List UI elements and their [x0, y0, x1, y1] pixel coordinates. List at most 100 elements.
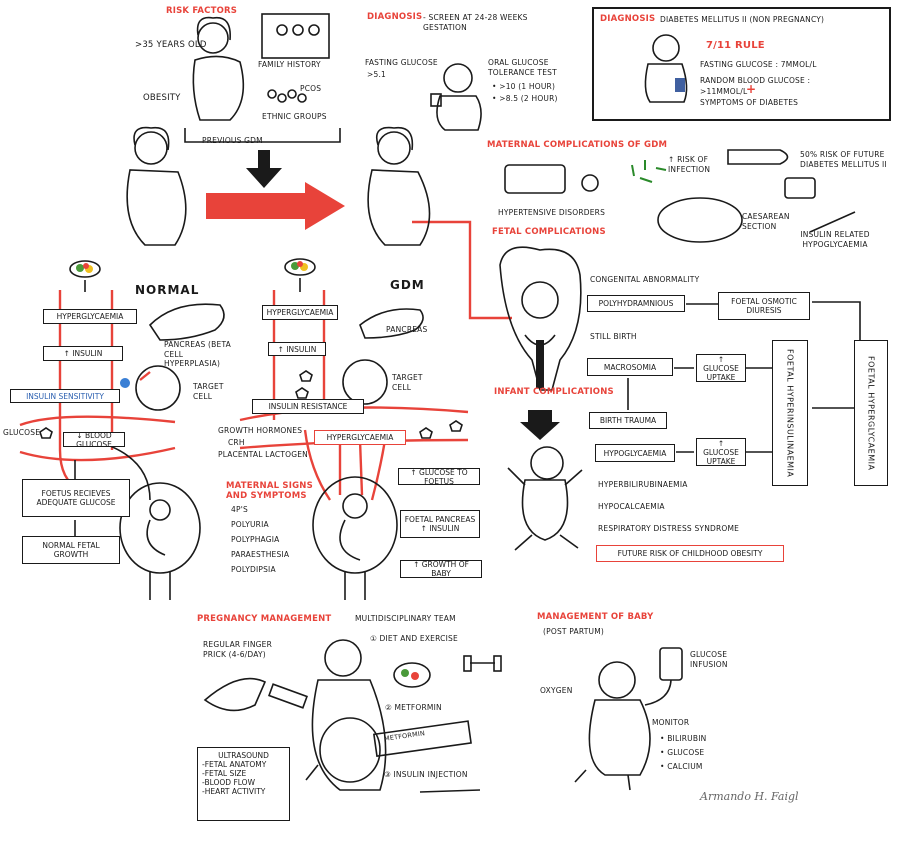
- monitor-label: Monitor: [652, 718, 690, 727]
- dm-random-label: Random blood glucose :: [700, 76, 811, 85]
- ethnic-groups-label: Ethnic groups: [262, 112, 327, 121]
- caesarean-label: Caesarean section: [742, 212, 790, 231]
- oxygen-label: Oxygen: [540, 686, 573, 695]
- ultrasound-fetal-size: -Fetal size: [202, 769, 247, 778]
- insulin-receptor-icon: [120, 378, 130, 388]
- dm-fasting: Fasting glucose : 7mmol/L: [700, 60, 817, 69]
- food-plate-gdm-icon: [284, 258, 316, 276]
- sign-4ps: 4P's: [231, 505, 248, 514]
- seven-eleven-rule: 7/11 rule: [706, 40, 765, 51]
- normal-target-label: Target cell: [193, 382, 224, 401]
- monitor-bilirubin: • Bilirubin: [660, 734, 707, 743]
- dm-random-value: >11mmol/L: [700, 87, 748, 96]
- dumbbell-icon: [463, 655, 502, 672]
- fetal-complications-title: Fetal complications: [492, 227, 606, 237]
- mdt-label: Multidisciplinary team: [355, 614, 456, 623]
- insulin-sensitivity-box: Insulin sensitivity: [10, 389, 120, 403]
- normal-insulin-box: ↑ Insulin: [43, 346, 123, 361]
- monitor-glucose: • Glucose: [660, 748, 705, 757]
- childhood-obesity-box: Future risk of childhood obesity: [596, 545, 784, 562]
- foetal-hyperinsulinaemia-box: Foetal hyperinsulinaemia: [772, 340, 808, 486]
- insulin-resistance-box: Insulin resistance: [252, 399, 364, 414]
- glucose-uptake-1-box: ↑ Glucose uptake: [696, 354, 746, 382]
- glucose-uptake-2-box: ↑ Glucose uptake: [696, 438, 746, 466]
- hypocalcaemia-label: Hypocalcaemia: [598, 502, 665, 511]
- blood-glucose-box: ↓ Blood glucose: [63, 431, 125, 449]
- ultrasound-fetal-anatomy: -Fetal anatomy: [202, 760, 267, 769]
- foetus-uterus-normal-icon: [119, 482, 201, 600]
- glucose-label: Glucose: [3, 428, 41, 437]
- future-diabetes-label: 50% risk of future diabetes mellitus II: [800, 150, 887, 169]
- ogtt-2h: • >8.5 (2 hour): [492, 94, 558, 103]
- finger-prick-icon: [203, 677, 308, 712]
- target-cell-gdm-icon: [342, 359, 388, 405]
- baby-icon: [507, 446, 583, 551]
- metformin-box-icon: [373, 720, 472, 758]
- infection-label: ↑ Risk of infection: [668, 155, 711, 174]
- glucose-to-foetus-box: ↑ Glucose to foetus: [398, 468, 480, 486]
- obesity-label: Obesity: [143, 93, 181, 103]
- maternal-signs-title: Maternal signs and symptoms: [226, 481, 313, 501]
- family-photo-icon: [261, 13, 330, 59]
- monitor-calcium: • Calcium: [660, 762, 703, 771]
- drinking-woman-icon: [430, 63, 482, 131]
- pancreas-gdm-icon: [359, 308, 424, 339]
- dm-diagnosis-title: Diagnosis: [600, 14, 656, 24]
- ultrasound-title: Ultrasound: [218, 751, 269, 760]
- artist-signature: Armando H. Faigl: [700, 790, 799, 803]
- down-arrow-infant-icon: [520, 410, 560, 440]
- growth-of-baby-box: ↑ Growth of baby: [400, 560, 482, 578]
- ultrasound-blood-flow: -Blood flow: [202, 778, 256, 787]
- bacteria-icon: [631, 160, 667, 183]
- normal-title: Normal: [135, 283, 200, 297]
- glucose-infusion-label: Glucose infusion: [690, 650, 728, 669]
- sign-polyphagia: Polyphagia: [231, 535, 280, 544]
- iv-bag-icon: [659, 647, 683, 681]
- foetus-uterus-gdm-icon: [312, 476, 398, 600]
- hypertensive-label: Hypertensive disorders: [498, 208, 606, 217]
- macrosomic-foetus-icon: [499, 246, 582, 391]
- hypoglycaemia-box: Hypoglycaemia: [595, 444, 675, 462]
- sign-paraesthesia: Paraesthesia: [231, 550, 290, 559]
- growth-hormones-label: Growth hormones: [218, 426, 303, 435]
- birth-trauma-box: Birth trauma: [589, 412, 667, 429]
- target-cell-normal-icon: [135, 365, 181, 411]
- ultrasound-heart-activity: -Heart activity: [202, 787, 266, 796]
- crh-label: CRH: [228, 438, 245, 447]
- ethnic-groups-icon: [267, 89, 307, 103]
- dm-symptoms: symptoms of diabetes: [700, 98, 799, 107]
- sign-polydipsia: Polydipsia: [231, 565, 276, 574]
- finger-icon: [727, 149, 789, 165]
- ultrasound-box: Ultrasound -Fetal anatomy -Fetal size -B…: [197, 747, 290, 821]
- diagnosis-screen-subtitle: - Screen at 24-28 weeks gestation: [423, 13, 528, 32]
- maternal-complications-title: Maternal complications of GDM: [487, 140, 668, 150]
- stillbirth-label: Still birth: [590, 332, 637, 341]
- fetal-pancreas-box: Foetal pancreas ↑ insulin: [400, 510, 480, 538]
- metformin-label: ② Metformin: [385, 703, 442, 712]
- sign-polyuria: Polyuria: [231, 520, 269, 529]
- insulin-hypo-label: Insulin related hypoglycaemia: [800, 230, 870, 249]
- age-label: >35 years old: [135, 40, 207, 50]
- pregnant-woman-ultrasound-icon: [305, 639, 387, 791]
- pregnancy-management-title: Pregnancy management: [197, 614, 332, 624]
- infant-complications-title: Infant complications: [494, 387, 614, 397]
- pregnant-woman-right-icon: [367, 126, 431, 246]
- foetus-glucose-box: Foetus recieves adequate glucose: [22, 479, 130, 517]
- macrosomia-box: Macrosomia: [587, 358, 673, 376]
- salad-plate-icon: [393, 662, 431, 688]
- gdm-hyperglycaemia-2-box: Hyperglycaemia: [314, 430, 406, 445]
- diagnosis-screen-title: Diagnosis: [367, 12, 423, 22]
- gdm-pancreas-label: Pancreas: [386, 325, 428, 334]
- red-connector: [412, 220, 512, 320]
- baby-management-title: Management of baby: [537, 612, 654, 622]
- pregnant-woman-left-icon: [126, 126, 187, 246]
- congenital-label: Congenital abnormality: [590, 275, 700, 284]
- normal-growth-box: Normal fetal growth: [22, 536, 120, 564]
- polyhydramnios-box: Polyhydramnious: [587, 295, 685, 312]
- previous-gdm-label: Previous GDM: [202, 136, 263, 145]
- down-arrow-icon: [246, 150, 282, 188]
- post-partum-label: (Post partum): [543, 627, 604, 636]
- fasting-glucose-label: Fasting glucose: [365, 58, 438, 67]
- pcos-label: PCOS: [300, 84, 322, 93]
- baby-oxygen-icon: [574, 661, 651, 791]
